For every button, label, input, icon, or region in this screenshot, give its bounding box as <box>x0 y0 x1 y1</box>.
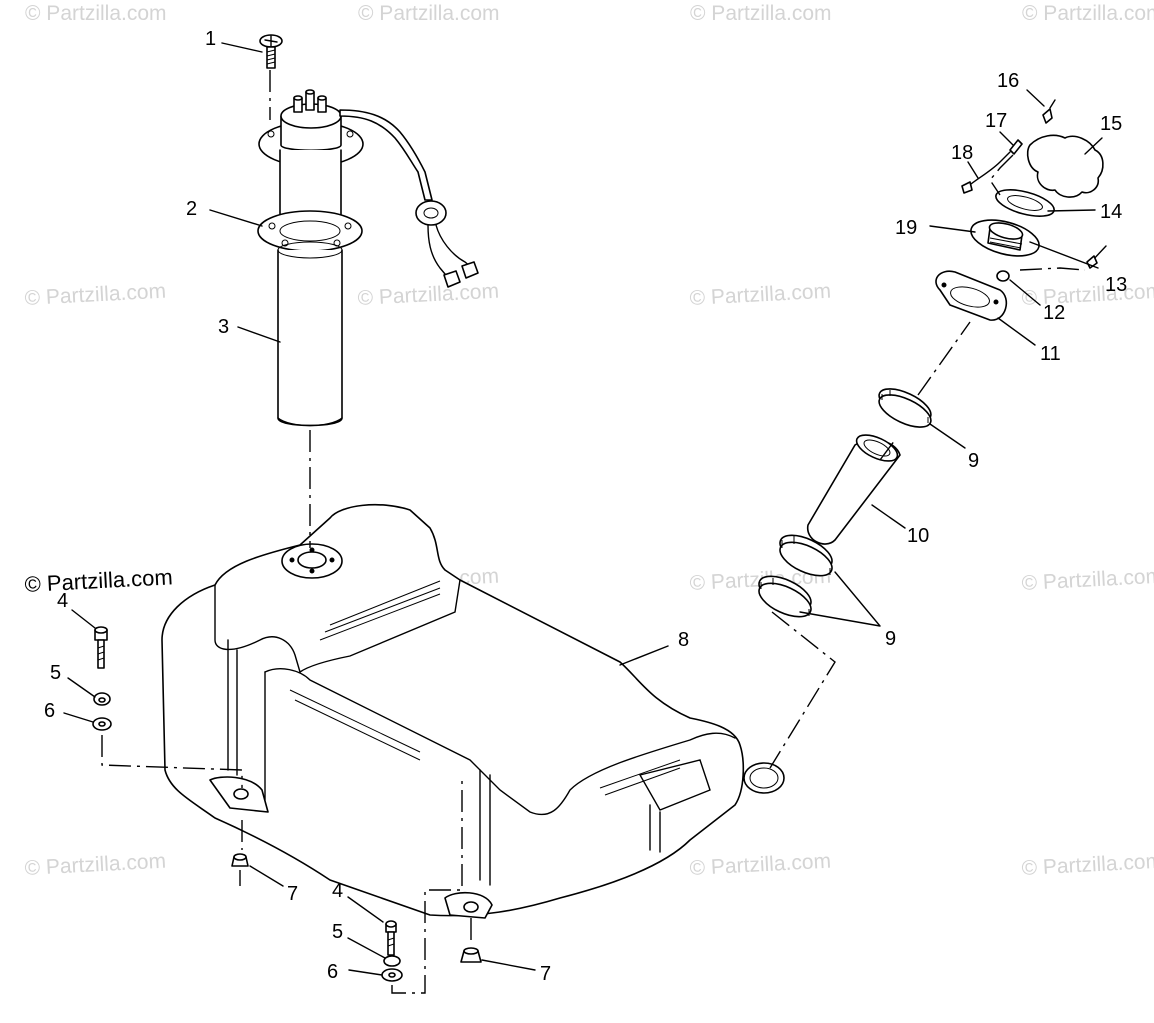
callout-12: 12 <box>1043 302 1065 324</box>
watermark: © Partzilla.com <box>1021 565 1154 595</box>
bolt[interactable] <box>385 920 397 956</box>
watermark: © Partzilla.com <box>1021 850 1154 880</box>
watermark: © Partzilla.com <box>358 2 500 25</box>
callout-7: 7 <box>287 883 298 905</box>
filler-assembly[interactable] <box>754 99 1107 624</box>
hardware-bottom[interactable] <box>381 920 482 982</box>
fuel-cap[interactable] <box>1026 134 1104 198</box>
washer[interactable] <box>996 270 1010 282</box>
watermark: © Partzilla.com <box>24 280 167 310</box>
callout-3: 3 <box>218 316 229 338</box>
tank-recess <box>638 759 711 811</box>
tank-contour <box>214 584 301 673</box>
tank-body <box>161 503 745 917</box>
callout-7: 7 <box>540 963 551 985</box>
leader-lines <box>63 42 1103 976</box>
lock-washer[interactable] <box>383 955 401 967</box>
tank-contour <box>264 668 736 816</box>
hose-clamp[interactable] <box>754 569 816 623</box>
callout-4: 4 <box>57 590 68 612</box>
callout-2: 2 <box>186 198 197 220</box>
watermark: © Partzilla.com <box>1021 280 1154 310</box>
callout-10: 10 <box>907 525 929 547</box>
fuel-tank[interactable] <box>161 503 785 919</box>
callout-5: 5 <box>332 921 343 943</box>
callout-17: 17 <box>985 110 1007 132</box>
tank-shading <box>319 580 441 641</box>
lanyard-clip[interactable] <box>1009 139 1023 155</box>
sender-port-hole <box>297 551 327 569</box>
watermark-prominent: © Partzilla.com <box>24 564 173 597</box>
assembly-lines <box>101 70 1086 994</box>
callout-1: 1 <box>205 28 216 50</box>
mounting-plate[interactable] <box>935 270 1008 321</box>
callout-6: 6 <box>44 700 55 722</box>
callout-8: 8 <box>678 629 689 651</box>
callout-6: 6 <box>327 961 338 983</box>
callout-4: 4 <box>332 880 343 902</box>
callout-11: 11 <box>1040 343 1061 365</box>
callout-labels: 1 2 3 4 5 6 7 4 5 6 7 8 9 9 10 11 12 13 … <box>44 28 1127 985</box>
hose-clamp[interactable] <box>775 528 837 582</box>
callout-14: 14 <box>1100 201 1122 223</box>
watermark: © Partzilla.com <box>689 280 832 310</box>
bolt[interactable] <box>94 626 108 669</box>
callout-9: 9 <box>968 450 979 472</box>
tank-contour <box>649 804 661 853</box>
tank-contour <box>479 769 491 886</box>
watermark: © Partzilla.com <box>357 280 500 310</box>
vent-fitting[interactable] <box>1042 108 1053 124</box>
callout-16: 16 <box>997 70 1019 92</box>
hose-clamp[interactable] <box>875 382 936 433</box>
tank-contour <box>299 579 461 673</box>
callout-18: 18 <box>951 142 973 164</box>
tank-shading <box>599 759 681 796</box>
watermark: © Partzilla.com <box>24 850 167 880</box>
watermark: © Partzilla.com <box>689 850 832 880</box>
wire-harness <box>339 109 433 201</box>
screw[interactable] <box>259 34 283 69</box>
watermark: © Partzilla.com <box>25 2 167 25</box>
callout-5: 5 <box>50 662 61 684</box>
hardware-left[interactable] <box>92 626 249 867</box>
watermark: © Partzilla.com <box>1022 2 1154 25</box>
grommet <box>415 200 447 226</box>
sender-tube <box>277 249 343 427</box>
callout-15: 15 <box>1100 113 1122 135</box>
fuel-sender-assembly[interactable] <box>257 34 479 427</box>
sender-gasket <box>257 210 363 252</box>
connector <box>443 270 461 288</box>
connector <box>461 261 479 279</box>
callout-19: 19 <box>895 217 917 239</box>
watermark: © Partzilla.com <box>690 2 832 25</box>
tank-shading <box>289 689 421 761</box>
callout-9: 9 <box>885 628 896 650</box>
callout-13: 13 <box>1105 274 1127 296</box>
